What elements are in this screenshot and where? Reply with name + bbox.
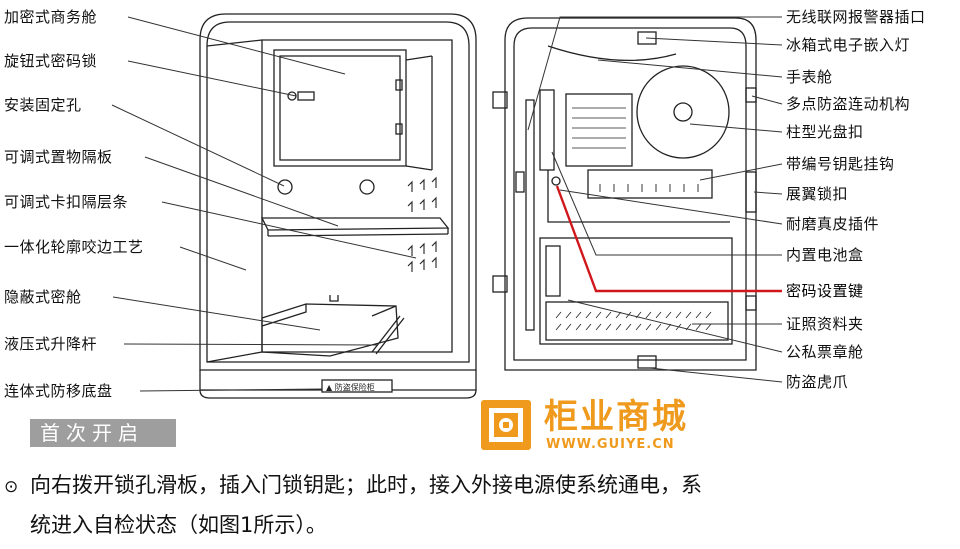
instruction-text-2: 统进入自检状态（如图1所示）。 [30,513,327,537]
label-mounting-holes: 安装固定孔 [4,96,82,114]
label-embedded-light: 冰箱式电子嵌入灯 [786,36,911,54]
section-title-tab: 首次开启 [30,419,176,447]
label-anti-theft-claw: 防盗虎爪 [786,373,849,391]
left-leader-lines [111,16,417,392]
label-rotary-lock: 旋钮式密码锁 [4,52,98,70]
label-cd-holder: 柱型光盘扣 [786,123,864,141]
label-adjustable-shelf: 可调式置物隔板 [4,148,113,166]
label-alarm-socket: 无线联网报警器插口 [786,8,926,26]
label-leather-insert: 耐磨真皮插件 [786,215,880,233]
label-code-key: 密码设置键 [786,282,864,300]
label-hydraulic-rod: 液压式升降杆 [4,335,98,353]
instruction-line-1: ⊙ 向右拨开锁孔滑板，插入门锁钥匙；此时，接入外接电源使系统通电，系 [4,466,954,506]
brand-logo: 柜业商城 WWW.GUIYE.CN [480,397,720,455]
label-hidden-compartment: 隐蔽式密舱 [4,288,82,306]
instruction-paragraph: ⊙ 向右拨开锁孔滑板，插入门锁钥匙；此时，接入外接电源使系统通电，系 统进入自检状… [4,466,954,544]
label-stamp-compartment: 公私票章舱 [786,343,864,361]
label-encrypted-compartment: 加密式商务舱 [4,8,98,26]
label-watch-compartment: 手表舱 [786,68,833,86]
label-key-hooks: 带编号钥匙挂钩 [786,155,895,173]
safe-door-drawing [492,17,757,371]
brand-mark-icon [481,400,531,450]
label-document-folder: 证照资料夹 [786,315,864,333]
label-base-plate: 连体式防移底盘 [4,382,113,400]
brand-name: 柜业商城 [544,397,688,437]
instruction-line-2: 统进入自检状态（如图1所示）。 [4,506,954,544]
right-leader-lines [527,16,783,383]
label-linkage-mechanism: 多点防盗连动机构 [786,95,911,113]
instruction-text-1: 向右拨开锁孔滑板，插入门锁钥匙；此时，接入外接电源使系统通电，系 [30,473,702,497]
svg-text:▲ 防盗保险柜: ▲ 防盗保险柜 [326,382,375,392]
safe-body-drawing: ▲ 防盗保险柜 [199,13,477,399]
label-clip-strips: 可调式卡扣隔层条 [4,193,129,211]
label-edge-process: 一体化轮廓咬边工艺 [4,238,144,256]
label-battery-box: 内置电池盒 [786,246,864,264]
label-wing-lock: 展翼锁扣 [786,185,849,203]
bullet-icon: ⊙ [4,477,19,497]
code-key-leader [555,185,782,293]
brand-url: WWW.GUIYE.CN [546,437,675,452]
